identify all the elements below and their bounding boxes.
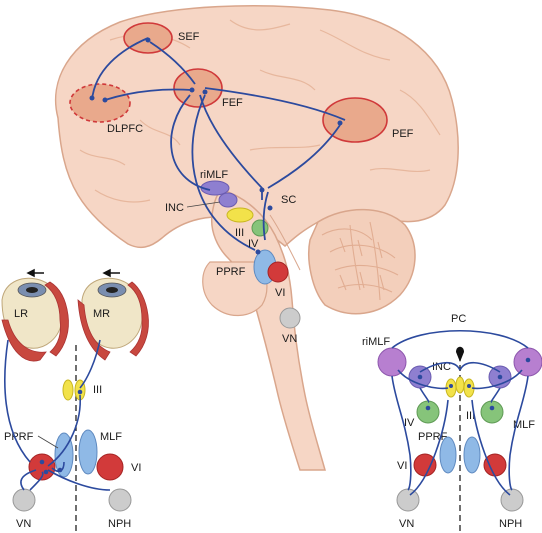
left-iii-nucleus-a xyxy=(62,379,74,401)
right-eye: MR xyxy=(77,277,149,361)
left-vn-nucleus xyxy=(12,488,36,512)
brain-pathways xyxy=(91,37,346,251)
right-vi-left xyxy=(413,453,437,477)
right-panel: PC riMLF INC IV III MLF PPRF VI VN NPH xyxy=(362,313,542,533)
label-fef: FEF xyxy=(222,97,243,109)
label-vi: VI xyxy=(275,287,285,299)
left-pprf-label: PPRF xyxy=(4,431,34,443)
dlpfc-area xyxy=(69,83,131,123)
left-mlf-nucleus xyxy=(78,429,98,475)
pef-area xyxy=(322,97,388,143)
right-mlf-label: MLF xyxy=(513,419,535,431)
right-nph-label: NPH xyxy=(499,518,522,530)
label-sef: SEF xyxy=(178,31,200,43)
right-midline-marker xyxy=(456,346,464,362)
label-vn: VN xyxy=(282,333,297,345)
left-mr-label: MR xyxy=(93,308,110,320)
brain-sagittal xyxy=(54,5,459,471)
iv-nucleus xyxy=(251,219,269,237)
left-eye: LR xyxy=(1,277,69,362)
brainstem-nuclei xyxy=(200,180,301,329)
right-vi-right xyxy=(483,453,507,477)
right-vn-label: VN xyxy=(399,518,414,530)
label-dlpfc: DLPFC xyxy=(107,123,143,135)
right-iv-label: IV xyxy=(404,417,415,429)
right-iv-right xyxy=(480,400,504,424)
left-panel: LR MR III PPRF MLF VI VN NPH xyxy=(1,268,149,533)
gaze-arrows xyxy=(26,268,120,278)
left-vi-label: VI xyxy=(131,462,141,474)
brain-labels: SEF FEF DLPFC PEF riMLF INC SC III IV PP… xyxy=(107,31,414,345)
right-iii-label: III xyxy=(466,410,475,422)
left-vn-label: VN xyxy=(16,518,31,530)
label-pef: PEF xyxy=(392,128,414,140)
right-pprf-right xyxy=(463,436,481,474)
left-lr-label: LR xyxy=(14,308,28,320)
brain-synapse-dots xyxy=(89,37,343,255)
right-pprf-left xyxy=(439,436,457,474)
right-synapse-dots xyxy=(417,357,531,411)
vn-nucleus xyxy=(279,307,301,329)
left-mlf-label: MLF xyxy=(100,431,122,443)
label-rimlf: riMLF xyxy=(200,169,228,181)
right-iii-c xyxy=(455,376,465,394)
right-rimlf-left xyxy=(377,347,407,377)
left-nph-label: NPH xyxy=(108,518,131,530)
right-vn-left xyxy=(396,488,420,512)
right-nph-right xyxy=(500,488,524,512)
left-vi-nucleus-a xyxy=(28,453,56,481)
label-pprf: PPRF xyxy=(216,266,246,278)
label-sc: SC xyxy=(281,194,296,206)
label-iii: III xyxy=(235,227,244,239)
right-pprf-label: PPRF xyxy=(418,431,448,443)
left-iii-label: III xyxy=(93,384,102,396)
right-iv-left xyxy=(416,400,440,424)
fef-area xyxy=(173,68,223,108)
cerebellum xyxy=(308,208,416,315)
left-synapse-dots xyxy=(39,389,83,475)
right-pathways xyxy=(391,330,529,496)
left-vi-nucleus-b xyxy=(96,453,124,481)
right-rimlf-label: riMLF xyxy=(362,336,390,348)
left-pathways xyxy=(4,339,111,491)
left-nph-nucleus xyxy=(108,488,132,512)
right-vi-label: VI xyxy=(397,460,407,472)
inc-nucleus xyxy=(218,192,238,208)
label-inc: INC xyxy=(165,202,184,214)
brainstem xyxy=(210,189,326,471)
cortical-areas xyxy=(69,22,388,143)
right-pc-label: PC xyxy=(451,313,466,325)
iii-nucleus xyxy=(226,207,254,223)
label-iv: IV xyxy=(248,238,259,250)
vi-nucleus xyxy=(267,261,289,283)
